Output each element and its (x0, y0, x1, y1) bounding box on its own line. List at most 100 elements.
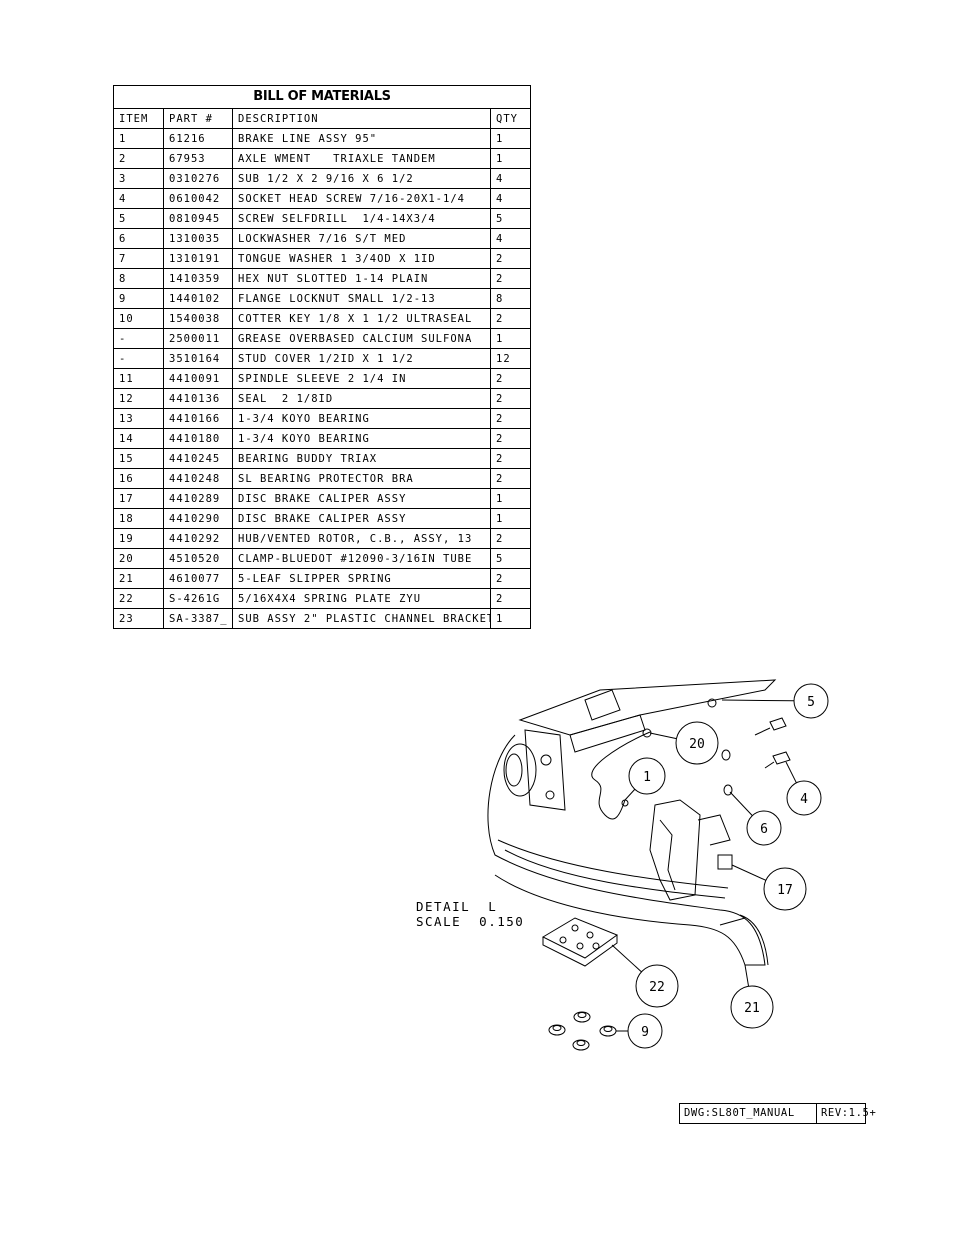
screw-5 (754, 717, 787, 736)
callout-balloon: 17 (731, 864, 807, 911)
bom-cell: 2 (490, 368, 531, 389)
bom-cell: 1 (490, 128, 531, 149)
detail-label: DETAIL L SCALE 0.150 (416, 899, 524, 929)
bom-cell: SA-3387_ (163, 608, 233, 629)
bom-cell: 4410166 (163, 408, 233, 429)
bom-cell: LOCKWASHER 7/16 S/T MED (232, 228, 491, 249)
bom-cell: 2 (490, 308, 531, 329)
callout-number: 6 (760, 822, 768, 837)
bom-cell: COTTER KEY 1/8 X 1 1/2 ULTRASEAL (232, 308, 491, 329)
bom-cell: 7 (113, 248, 164, 269)
callout-leader (744, 964, 750, 987)
washer (721, 749, 731, 761)
callout-circle (628, 757, 666, 795)
brake-line (591, 731, 651, 820)
bom-cell: 4410245 (163, 448, 233, 469)
bom-cell: 14 (113, 428, 164, 449)
callout-number: 20 (689, 737, 705, 752)
bom-cell: 2 (490, 528, 531, 549)
detail-title: DETAIL L (416, 899, 498, 914)
callout-leader (611, 944, 642, 973)
flange-locknuts (548, 1011, 617, 1051)
axle-beam (518, 679, 777, 736)
bom-cell: 2 (490, 428, 531, 449)
bom-cell: 2 (490, 588, 531, 609)
bom-cell: DISC BRAKE CALIPER ASSY (232, 508, 491, 529)
bom-cell: 5 (113, 208, 164, 229)
callout-leader (624, 788, 636, 801)
callout-leader (785, 761, 797, 784)
bom-cell: 2 (490, 248, 531, 269)
bom-cell: 1-3/4 KOYO BEARING (232, 408, 491, 429)
bom-cell: 20 (113, 548, 164, 569)
callout-balloon: 20 (649, 721, 719, 765)
callout-balloon: 6 (729, 791, 782, 846)
bom-cell: 10 (113, 308, 164, 329)
bom-cell: SOCKET HEAD SCREW 7/16-20X1-1/4 (232, 188, 491, 209)
callout-number: 4 (800, 792, 808, 807)
bom-cell: SEAL 2 1/8ID (232, 388, 491, 409)
bom-cell: 1440102 (163, 288, 233, 309)
bom-cell: 1310035 (163, 228, 233, 249)
bom-cell: 12 (113, 388, 164, 409)
bom-cell: 0610042 (163, 188, 233, 209)
bom-cell: SUB 1/2 X 2 9/16 X 6 1/2 (232, 168, 491, 189)
bom-cell: 1 (113, 128, 164, 149)
bom-cell: STUD COVER 1/2ID X 1 1/2 (232, 348, 491, 369)
bom-cell: SPINDLE SLEEVE 2 1/4 IN (232, 368, 491, 389)
bom-title: BILL OF MATERIALS (113, 85, 531, 108)
callout-leader (731, 864, 767, 881)
bom-cell: 13 (113, 408, 164, 429)
bom-cell: HUB/VENTED ROTOR, C.B., ASSY, 13 (232, 528, 491, 549)
bom-cell: 15 (113, 448, 164, 469)
bom-cell: S-4261G (163, 588, 233, 609)
bom-cell: HEX NUT SLOTTED 1-14 PLAIN (232, 268, 491, 289)
bom-cell: 21 (113, 568, 164, 589)
bom-cell: 6 (113, 228, 164, 249)
callout-circle (746, 810, 782, 846)
screw-4 (764, 751, 791, 769)
spring-plate (541, 917, 619, 959)
callout-leader (729, 791, 753, 816)
bom-cell: 4410292 (163, 528, 233, 549)
callout-balloon: 22 (611, 944, 679, 1008)
revision: REV:1.5+ (821, 1107, 877, 1119)
callout-circle (763, 867, 807, 911)
callout-circle (635, 964, 679, 1008)
bom-cell: 4410180 (163, 428, 233, 449)
bom-cell: 67953 (163, 148, 233, 169)
bom-cell: 3 (113, 168, 164, 189)
bom-header-cell: PART # (163, 108, 233, 129)
bom-cell: 4610077 (163, 568, 233, 589)
bom-cell: 19 (113, 528, 164, 549)
channel-bracket (584, 689, 621, 721)
bom-cell: 4 (113, 188, 164, 209)
bom-cell: 2 (490, 468, 531, 489)
callout-balloon: 1 (624, 757, 666, 801)
bom-cell: 0810945 (163, 208, 233, 229)
bom-cell: 17 (113, 488, 164, 509)
bom-cell: 4410290 (163, 508, 233, 529)
bom-cell: 1-3/4 KOYO BEARING (232, 428, 491, 449)
callout-number: 1 (643, 770, 651, 785)
bom-cell: 2 (490, 568, 531, 589)
bom-cell: TONGUE WASHER 1 3/4OD X 1ID (232, 248, 491, 269)
callout-balloon: 21 (730, 964, 774, 1029)
bom-cell: CLAMP-BLUEDOT #12090-3/16IN TUBE (232, 548, 491, 569)
bom-cell: 5/16X4X4 SPRING PLATE ZYU (232, 588, 491, 609)
